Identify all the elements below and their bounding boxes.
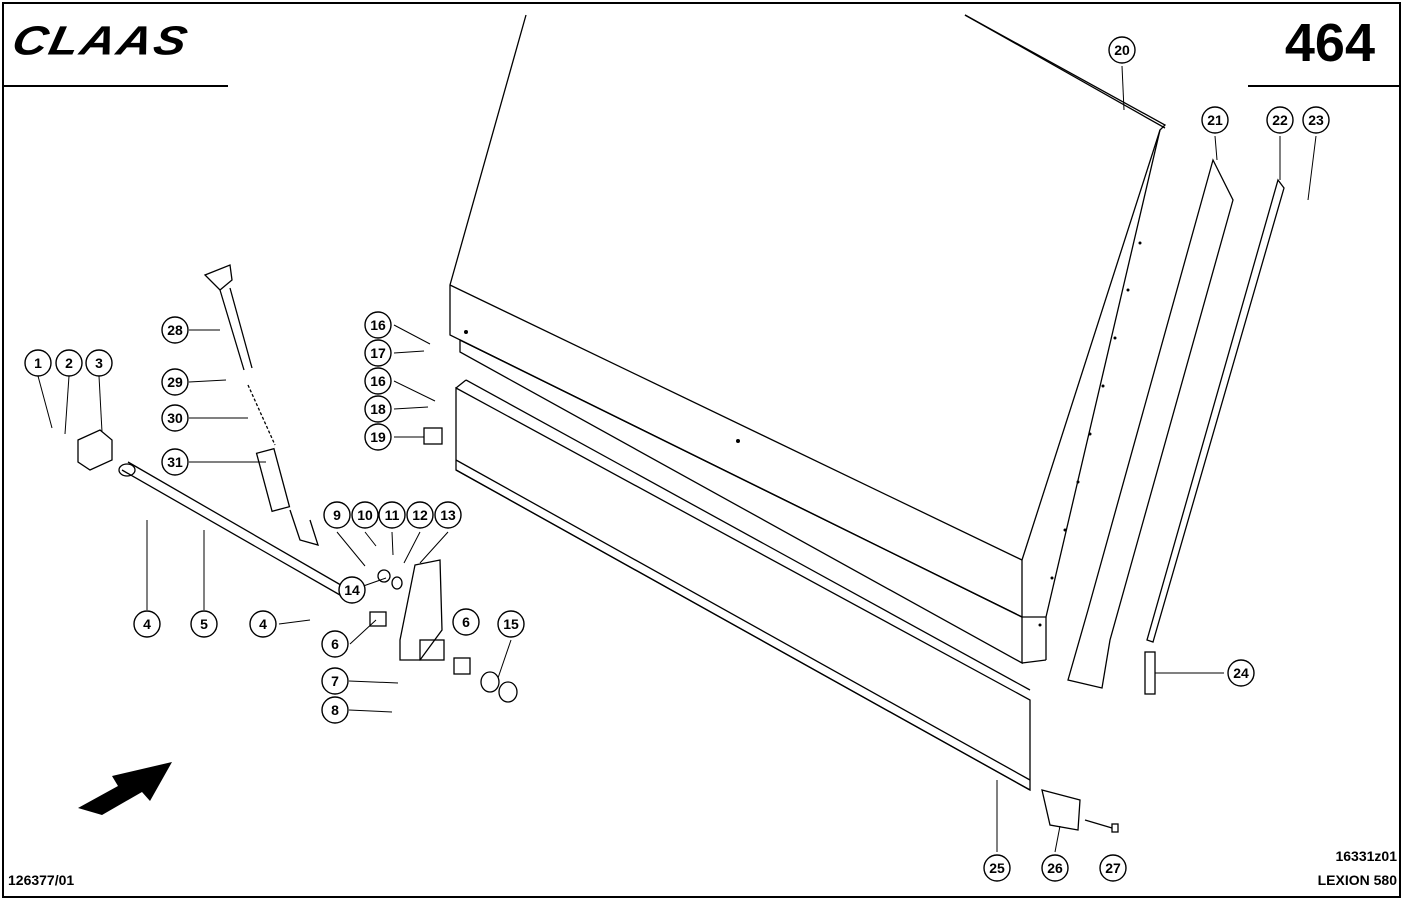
callout-circle [983, 854, 1011, 882]
leader-lines [37, 65, 1317, 853]
callout-circle [24, 349, 52, 377]
callout-label: 2 [65, 355, 73, 371]
callout-label: 6 [462, 614, 470, 630]
callout-label: 6 [331, 636, 339, 652]
callout-label: 12 [412, 507, 428, 523]
callout-label: 25 [989, 860, 1005, 876]
callout-circle [190, 610, 218, 638]
lever-assembly [203, 264, 319, 546]
callout-circle [321, 667, 349, 695]
callout-label: 14 [344, 582, 360, 598]
callout-label: 10 [357, 507, 373, 523]
upper-panel-holes [464, 241, 1142, 627]
upper-panel [449, 14, 1167, 665]
callout-circle [323, 501, 351, 529]
callout-circle [85, 349, 113, 377]
callout-label: 15 [503, 616, 519, 632]
lower-panel [455, 379, 1031, 792]
side-strip [1067, 158, 1234, 689]
callout-circle [1266, 106, 1294, 134]
document-number: 126377/01 [8, 872, 75, 888]
callout-label: 7 [331, 673, 339, 689]
callout-circle [452, 608, 480, 636]
callout-circle [161, 316, 189, 344]
callout-label: 31 [167, 454, 183, 470]
callout-circle [1041, 854, 1069, 882]
callout-circle [434, 501, 462, 529]
callout-circle [1108, 36, 1136, 64]
callout-label: 16 [370, 373, 386, 389]
callout-label: 5 [200, 616, 208, 632]
callout-label: 3 [95, 355, 103, 371]
callout-label: 8 [331, 702, 339, 718]
callout-label: 26 [1047, 860, 1063, 876]
callout-circle [364, 367, 392, 395]
callout-circle [1201, 106, 1229, 134]
callout-circle [378, 501, 406, 529]
callout-circle [249, 610, 277, 638]
edge-strip [1144, 178, 1285, 695]
callout-circle [364, 339, 392, 367]
callout-label: 4 [143, 616, 151, 632]
rod [118, 461, 347, 596]
callout-circle [351, 501, 379, 529]
callout-circle [338, 576, 366, 604]
callout-label: 22 [1272, 112, 1288, 128]
callout-label: 11 [385, 507, 400, 523]
callout-circle [1099, 854, 1127, 882]
bracket [77, 429, 113, 471]
callout-circle [161, 404, 189, 432]
callout-circle [406, 501, 434, 529]
model-name: LEXION 580 [1317, 872, 1397, 888]
callout-label: 30 [167, 410, 183, 426]
callout-circle [161, 368, 189, 396]
callout-label: 13 [440, 507, 456, 523]
callout-label: 23 [1308, 112, 1324, 128]
callout-circle [364, 311, 392, 339]
brand-logo: CLAAS [8, 18, 194, 64]
callout-label: 20 [1114, 42, 1130, 58]
callout-circle [364, 423, 392, 451]
callout-label: 1 [34, 355, 42, 371]
callout-circle [133, 610, 161, 638]
callout-circle [55, 349, 83, 377]
mounting-plate [399, 559, 443, 661]
callout-label: 24 [1233, 665, 1249, 681]
callout-circle [364, 395, 392, 423]
callout-label: 4 [259, 616, 267, 632]
drawing-number: 16331z01 [1335, 848, 1397, 864]
callout-circle [161, 448, 189, 476]
callout-label: 18 [370, 401, 386, 417]
small-parts [369, 427, 1119, 833]
callout-label: 28 [167, 322, 183, 338]
direction-arrow [78, 762, 172, 815]
callout-label: 27 [1105, 860, 1121, 876]
callout-circle [321, 630, 349, 658]
callout-label: 9 [333, 507, 341, 523]
callout-label: 17 [370, 345, 386, 361]
callout-label: 16 [370, 317, 386, 333]
callout-circle [497, 610, 525, 638]
callout-circle [321, 696, 349, 724]
callout-circle [1302, 106, 1330, 134]
callout-label: 21 [1207, 112, 1223, 128]
callout-label: 29 [167, 374, 183, 390]
callout-label: 19 [370, 429, 386, 445]
callout-circle [1227, 659, 1255, 687]
page-number: 464 [1284, 13, 1375, 73]
